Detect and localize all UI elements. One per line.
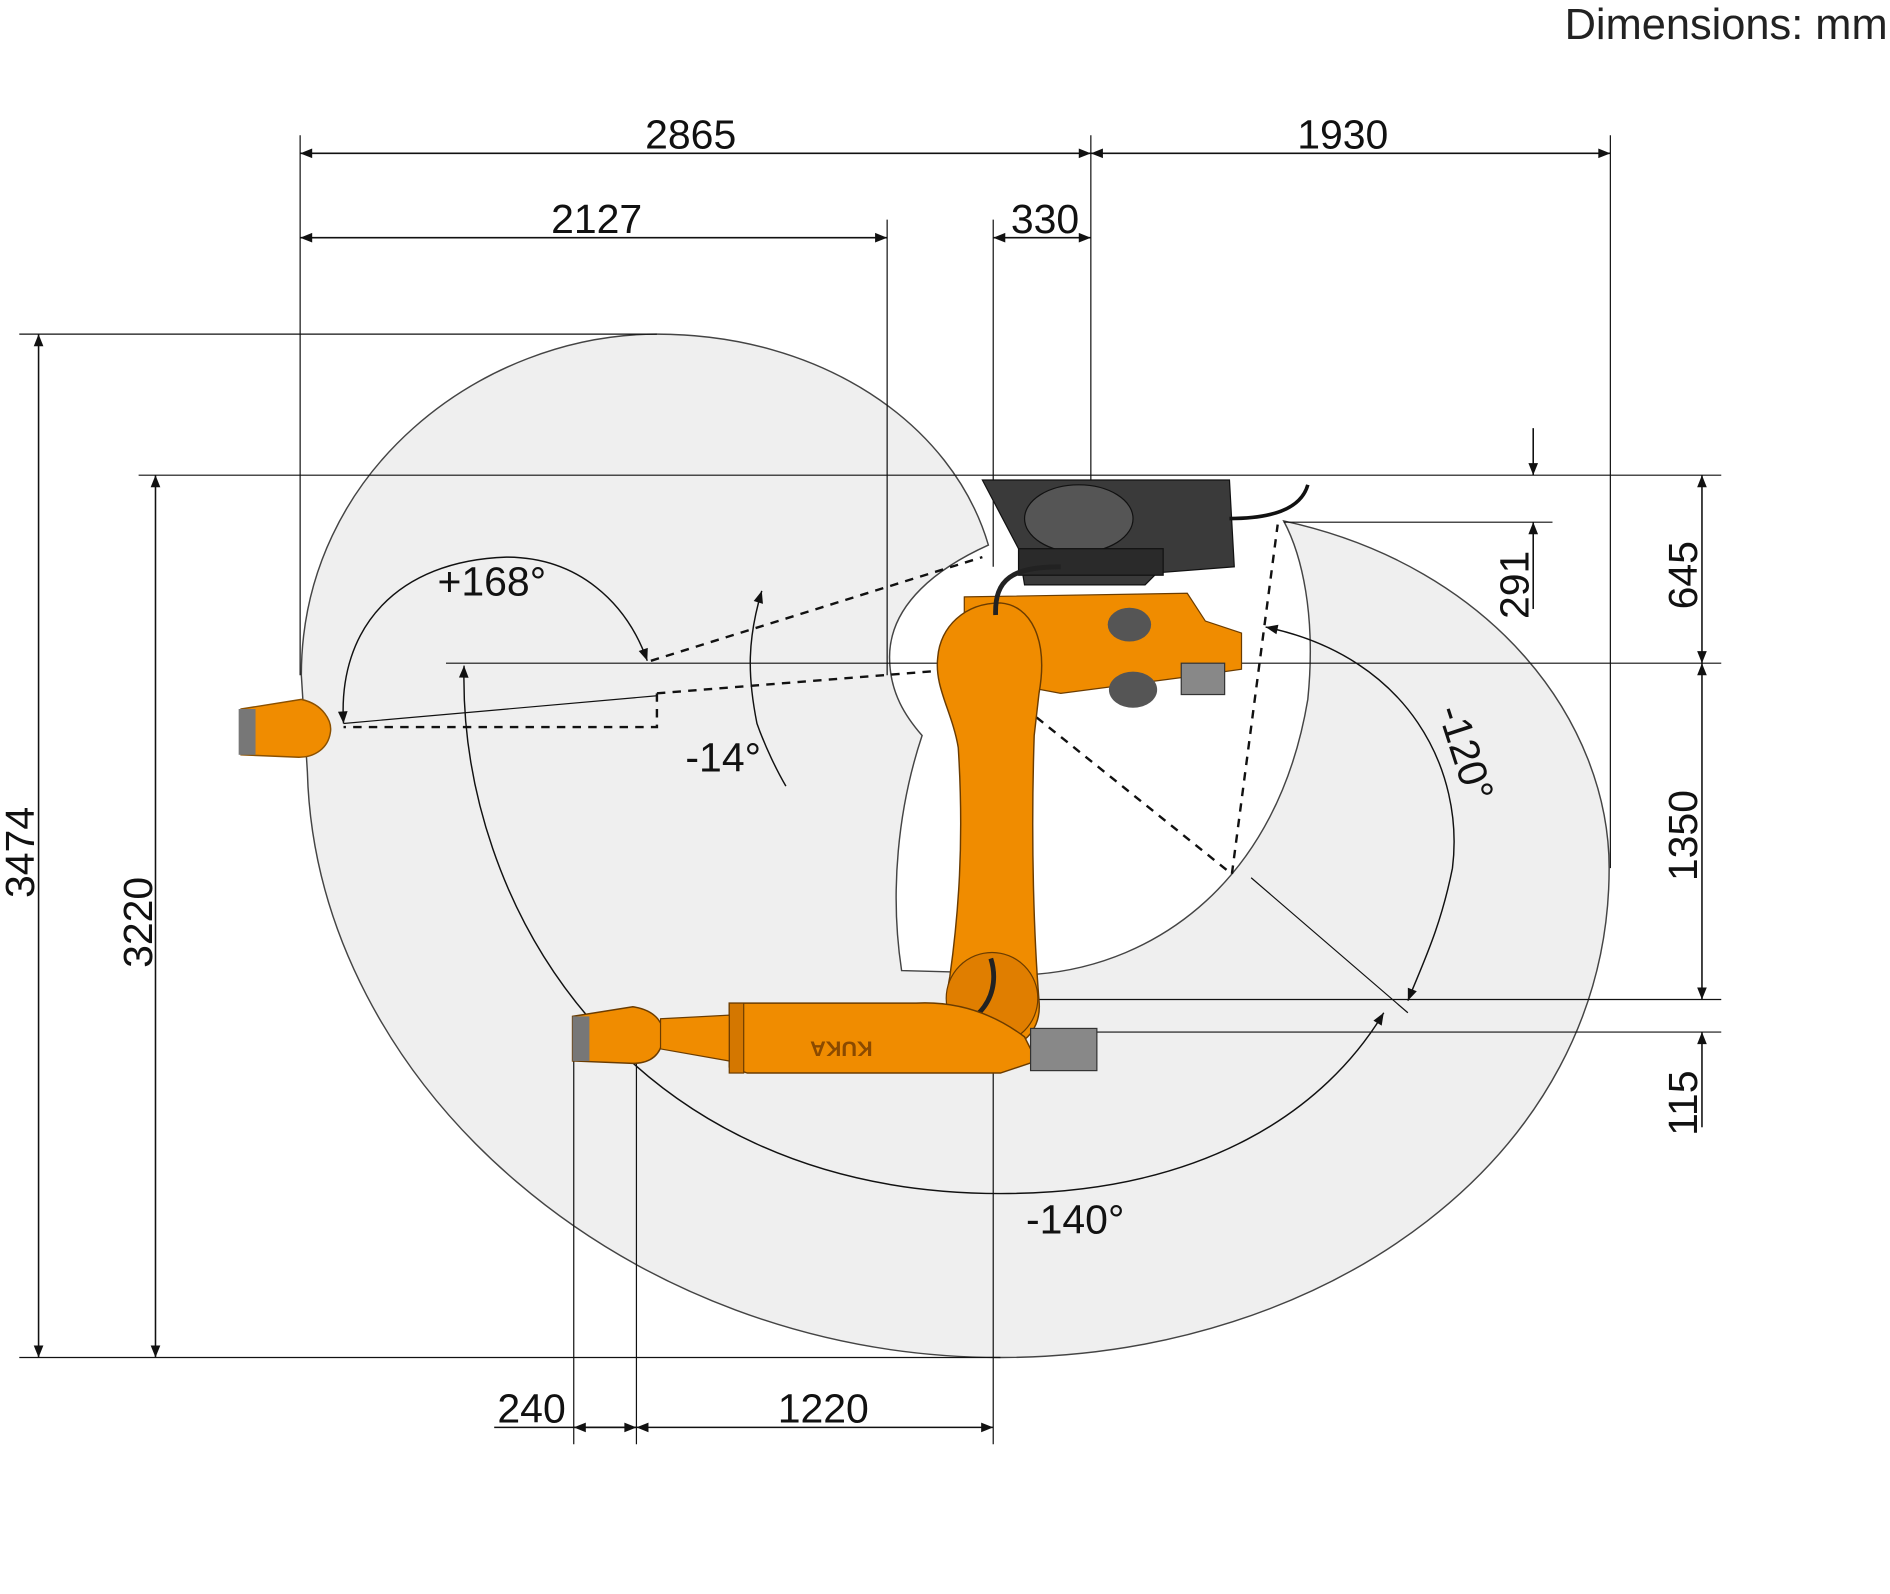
robot-link-arm bbox=[936, 602, 1043, 1051]
dim-2127: 2127 bbox=[551, 196, 642, 242]
dim-291: 291 bbox=[1491, 551, 1537, 619]
ghost-wrist-position bbox=[238, 698, 332, 758]
robot-arm bbox=[728, 1002, 1038, 1074]
dim-240: 240 bbox=[497, 1386, 565, 1432]
dimension-lines bbox=[33, 148, 1707, 1433]
dim-1350: 1350 bbox=[1660, 790, 1706, 881]
angle-plus-168: +168° bbox=[437, 559, 546, 605]
dim-3474: 3474 bbox=[0, 807, 43, 898]
dim-1220: 1220 bbox=[778, 1386, 869, 1432]
angle-minus-140: -140° bbox=[1026, 1196, 1124, 1242]
angle-lines bbox=[337, 524, 1455, 1195]
workspace-envelope bbox=[300, 333, 1610, 1359]
dim-115: 115 bbox=[1660, 1070, 1706, 1135]
robot-illustration: KUKA bbox=[571, 479, 1310, 1074]
dim-2865: 2865 bbox=[645, 112, 736, 158]
angle-minus-14: -14° bbox=[685, 735, 761, 781]
dim-1930: 1930 bbox=[1297, 112, 1388, 158]
dim-645: 645 bbox=[1660, 541, 1706, 609]
kuka-logo: KUKA bbox=[810, 1037, 873, 1062]
dim-330: 330 bbox=[1011, 196, 1079, 242]
dim-3220: 3220 bbox=[115, 877, 161, 968]
units-label: Dimensions: mm bbox=[1565, 1, 1888, 49]
